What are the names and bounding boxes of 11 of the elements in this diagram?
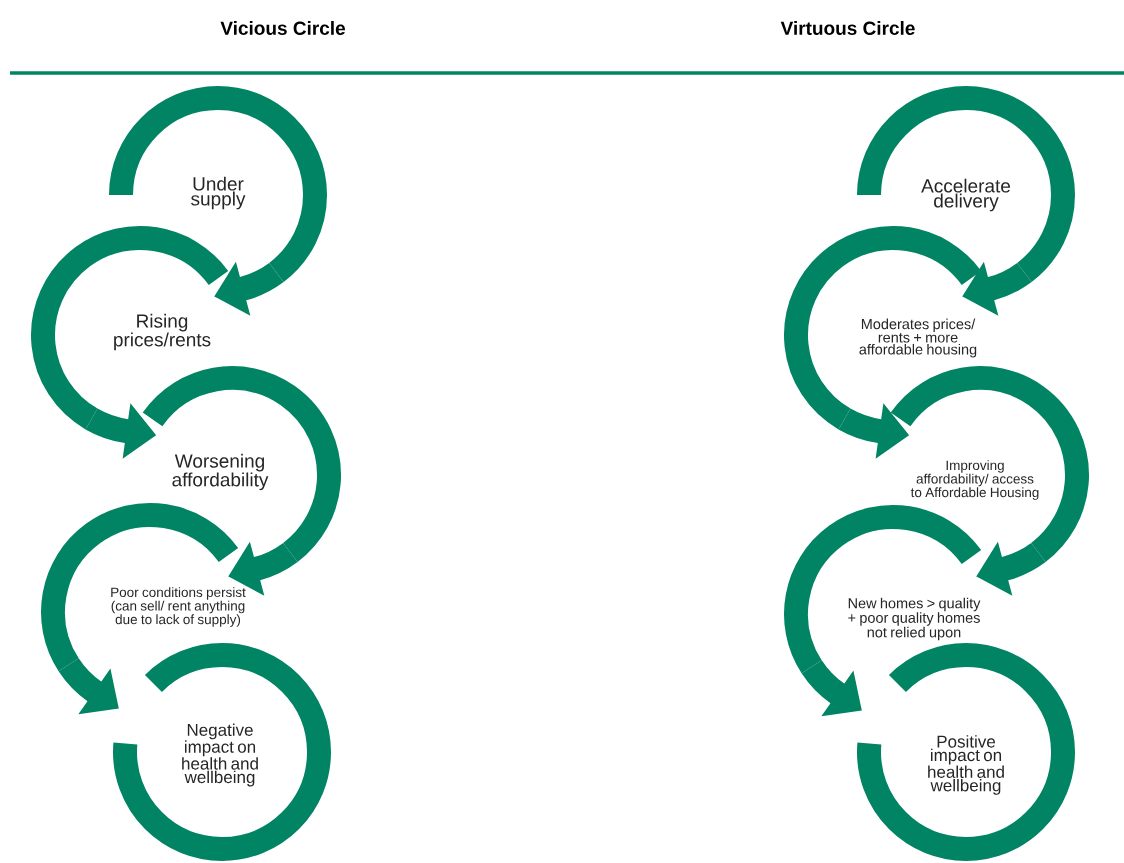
heading: Vicious Circle: [220, 21, 345, 35]
ring-node: Worsening affordability: [143, 366, 341, 562]
ring-node: Positive impact on health and wellbeing: [857, 643, 1075, 861]
ring-node: Moderates prices/ rents + more affordable housing: [784, 226, 981, 430]
ring-node: Negative impact on health and wellbeing: [113, 643, 331, 861]
ring-node: Accelerate delivery: [857, 86, 1075, 282]
ring-node: New homes > quality + poor quality homes not relied upon: [784, 505, 981, 673]
ring-node: Rising prices/rents: [31, 226, 228, 430]
heading: Virtuous Circle: [780, 21, 915, 35]
ring-node: Under supply: [109, 86, 327, 282]
ring-node: Improving affordability/ access to Affordable Housing: [891, 366, 1089, 562]
